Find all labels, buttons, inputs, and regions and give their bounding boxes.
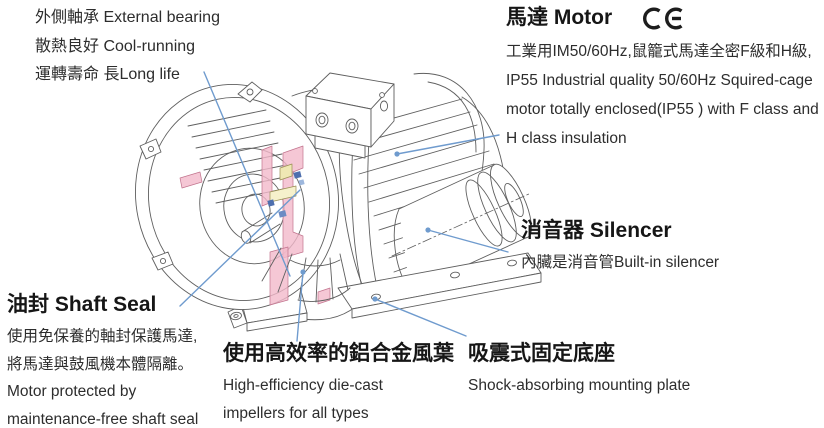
silencer-body bbox=[391, 163, 532, 292]
base-plate bbox=[337, 252, 542, 319]
annotation-line: motor totally enclosed(IP55 ) with F cla… bbox=[506, 101, 819, 118]
leader-line-impeller bbox=[296, 271, 304, 342]
impeller-title: 使用高效率的鋁合金風葉 bbox=[223, 342, 454, 365]
leader-lines bbox=[179, 71, 509, 342]
annotation-silencer: 消音器 Silencer 內臟是消音管Built-in silencer bbox=[521, 218, 719, 277]
leader-dot-silencer bbox=[425, 227, 431, 233]
annotation-line: 使用免保養的軸封保護馬達, bbox=[7, 328, 198, 345]
annotation-line: IP55 Industrial quality 50/60Hz Squired-… bbox=[506, 72, 813, 89]
annotation-motor: 馬達 Motor 工業用IM50/60Hz,鼠籠式馬達全密F級和H級, IP55… bbox=[506, 4, 819, 153]
leader-line-external-bearing bbox=[203, 71, 291, 277]
ce-mark-icon bbox=[643, 7, 683, 30]
annotation-line: Motor protected by bbox=[7, 383, 137, 400]
annotation-impeller: 使用高效率的鋁合金風葉 High-efficiency die-cast imp… bbox=[223, 341, 454, 427]
annotation-line: 運轉壽命 長Long life bbox=[35, 66, 180, 83]
annotation-line: impellers for all types bbox=[223, 404, 369, 422]
shaft-and-bearing bbox=[240, 163, 305, 244]
annotation-line: 散熱良好 Cool-running bbox=[35, 37, 196, 55]
annotation-line: maintenance-free shaft seal bbox=[7, 410, 199, 428]
leader-line-shaft-seal bbox=[179, 189, 301, 307]
annotation-line: 將馬達與鼓風機本體隔離。 bbox=[7, 355, 194, 373]
leader-line-base bbox=[374, 298, 467, 337]
annotation-line: Shock-absorbing mounting plate bbox=[468, 377, 691, 394]
terminal-box bbox=[305, 72, 395, 159]
leader-dots bbox=[300, 151, 431, 302]
leader-dot-base bbox=[372, 296, 378, 302]
annotation-shaft-seal: 油封 Shaft Seal 使用免保養的軸封保護馬達, 將馬達與鼓風機本體隔離。… bbox=[7, 292, 198, 428]
motor-title: 馬達 Motor bbox=[506, 6, 613, 29]
annotation-external-bearing: 外側軸承 External bearing 散熱良好 Cool-running … bbox=[35, 4, 220, 90]
annotation-line: 外側軸承 External bearing bbox=[35, 9, 220, 26]
annotation-line: H class insulation bbox=[506, 130, 627, 147]
leader-line-motor bbox=[396, 134, 500, 155]
annotation-line: 工業用IM50/60Hz,鼠籠式馬達全密F級和H級, bbox=[506, 43, 812, 60]
silencer-title: 消音器 Silencer bbox=[521, 219, 672, 242]
leader-line-silencer bbox=[427, 229, 509, 253]
annotation-line: 內臟是消音管Built-in silencer bbox=[521, 254, 720, 271]
shaft-seal-title: 油封 Shaft Seal bbox=[7, 293, 157, 316]
annotation-mounting-base: 吸震式固定底座 Shock-absorbing mounting plate bbox=[468, 341, 690, 400]
annotation-line: High-efficiency die-cast bbox=[223, 377, 383, 394]
leader-dot-motor bbox=[394, 151, 400, 157]
leader-dot-impeller bbox=[300, 269, 306, 275]
mounting-base-title: 吸震式固定底座 bbox=[468, 342, 615, 365]
